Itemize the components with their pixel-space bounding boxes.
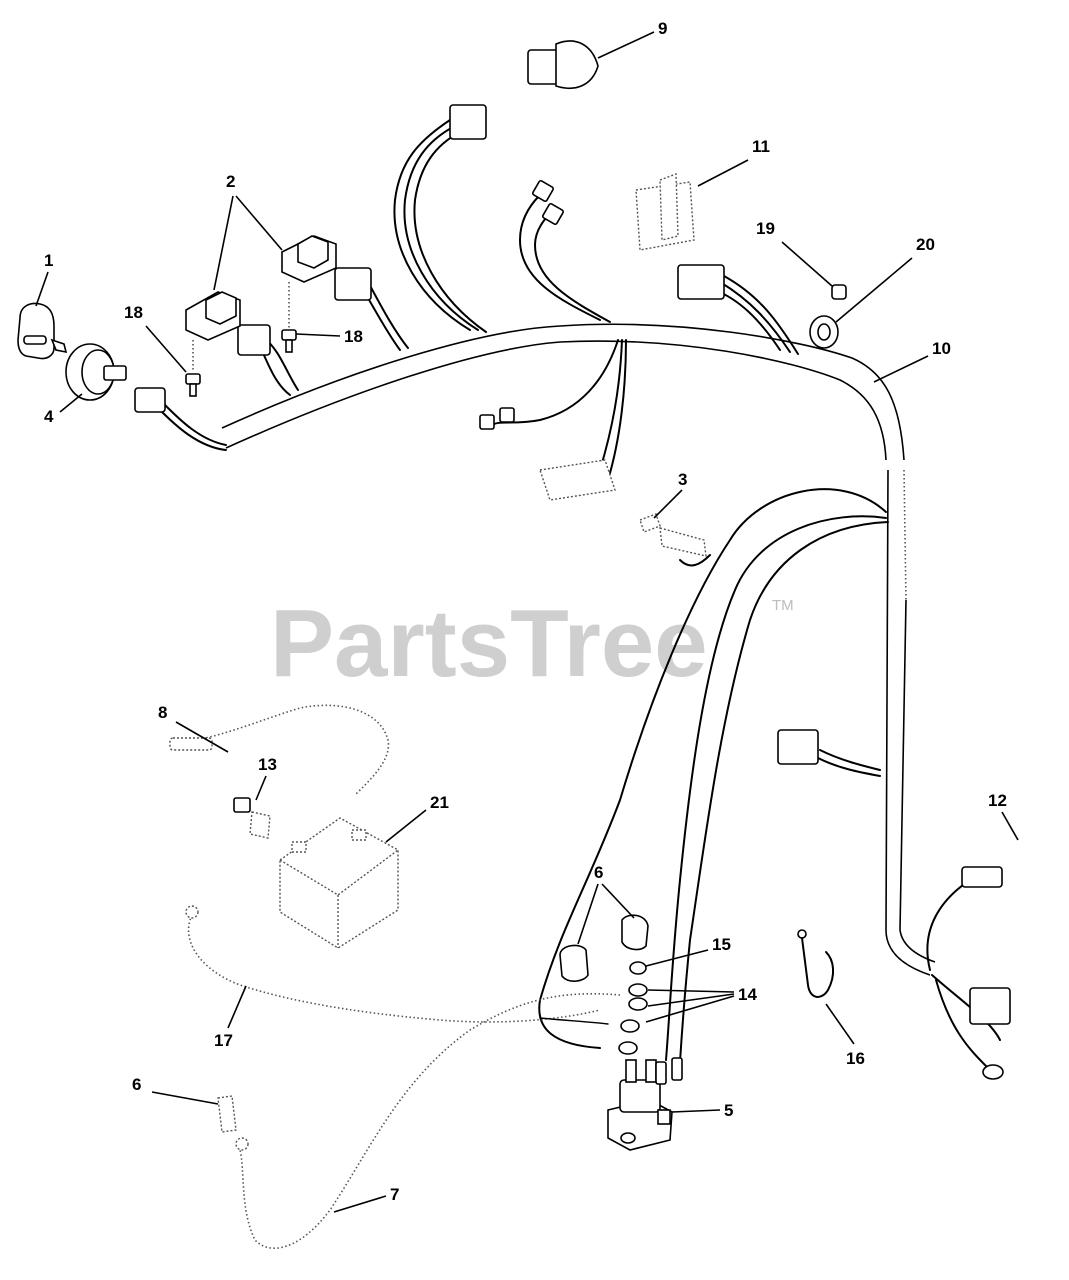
callout-21: 21 [430, 793, 449, 812]
ground-cable [185, 905, 601, 1023]
callout-13: 13 [258, 755, 277, 774]
callout-17: 17 [214, 1031, 233, 1050]
callout-10: 10 [932, 339, 951, 358]
solenoid-part [607, 1057, 683, 1151]
harness-loop [538, 488, 889, 1063]
harness-branch-relays [237, 267, 409, 396]
key-part [17, 302, 68, 360]
watermark-trademark: TM [772, 597, 794, 614]
callout-16: 16 [846, 1049, 865, 1068]
harness-branch-center [479, 180, 627, 501]
fuse-holder-part [639, 513, 707, 557]
callout-19: 19 [756, 219, 775, 238]
relay-parts [185, 235, 337, 341]
callout-14: 14 [738, 985, 757, 1004]
callout-8: 8 [158, 703, 167, 722]
battery-area [169, 704, 399, 949]
terminal-boots [539, 914, 649, 1055]
screw-grommet-parts [809, 284, 847, 349]
callout-9: 9 [658, 19, 667, 38]
harness-branch-right [677, 264, 799, 355]
callouts: 1 2 3 4 5 6 6 7 8 9 10 11 12 13 14 [35, 19, 1019, 1213]
harness-branch-lower-right [926, 866, 1011, 1080]
ignition-switch-part [65, 343, 127, 401]
watermark: PartsTree TM [270, 590, 794, 697]
callout-11: 11 [752, 137, 770, 156]
callout-15: 15 [712, 935, 731, 954]
callout-18-right: 18 [344, 327, 363, 346]
callout-2: 2 [226, 172, 235, 191]
callout-20: 20 [916, 235, 935, 254]
callout-12: 12 [988, 791, 1007, 810]
callout-6-upper: 6 [594, 863, 603, 882]
strap-part [797, 929, 834, 998]
positive-cable [217, 992, 621, 1249]
callout-4: 4 [44, 407, 54, 426]
callout-5: 5 [724, 1101, 733, 1120]
screw-parts [185, 282, 297, 397]
callout-18-left: 18 [124, 303, 143, 322]
harness-branch-top-connector [393, 104, 487, 333]
watermark-text: PartsTree [270, 590, 708, 697]
callout-7: 7 [390, 1185, 399, 1204]
callout-3: 3 [678, 470, 687, 489]
harness-branch-left [134, 387, 227, 451]
callout-6-lower: 6 [132, 1075, 141, 1094]
bracket-part [635, 173, 695, 251]
harness-mid-connector [777, 729, 881, 777]
callout-1: 1 [44, 251, 53, 270]
switch-part [527, 40, 599, 90]
